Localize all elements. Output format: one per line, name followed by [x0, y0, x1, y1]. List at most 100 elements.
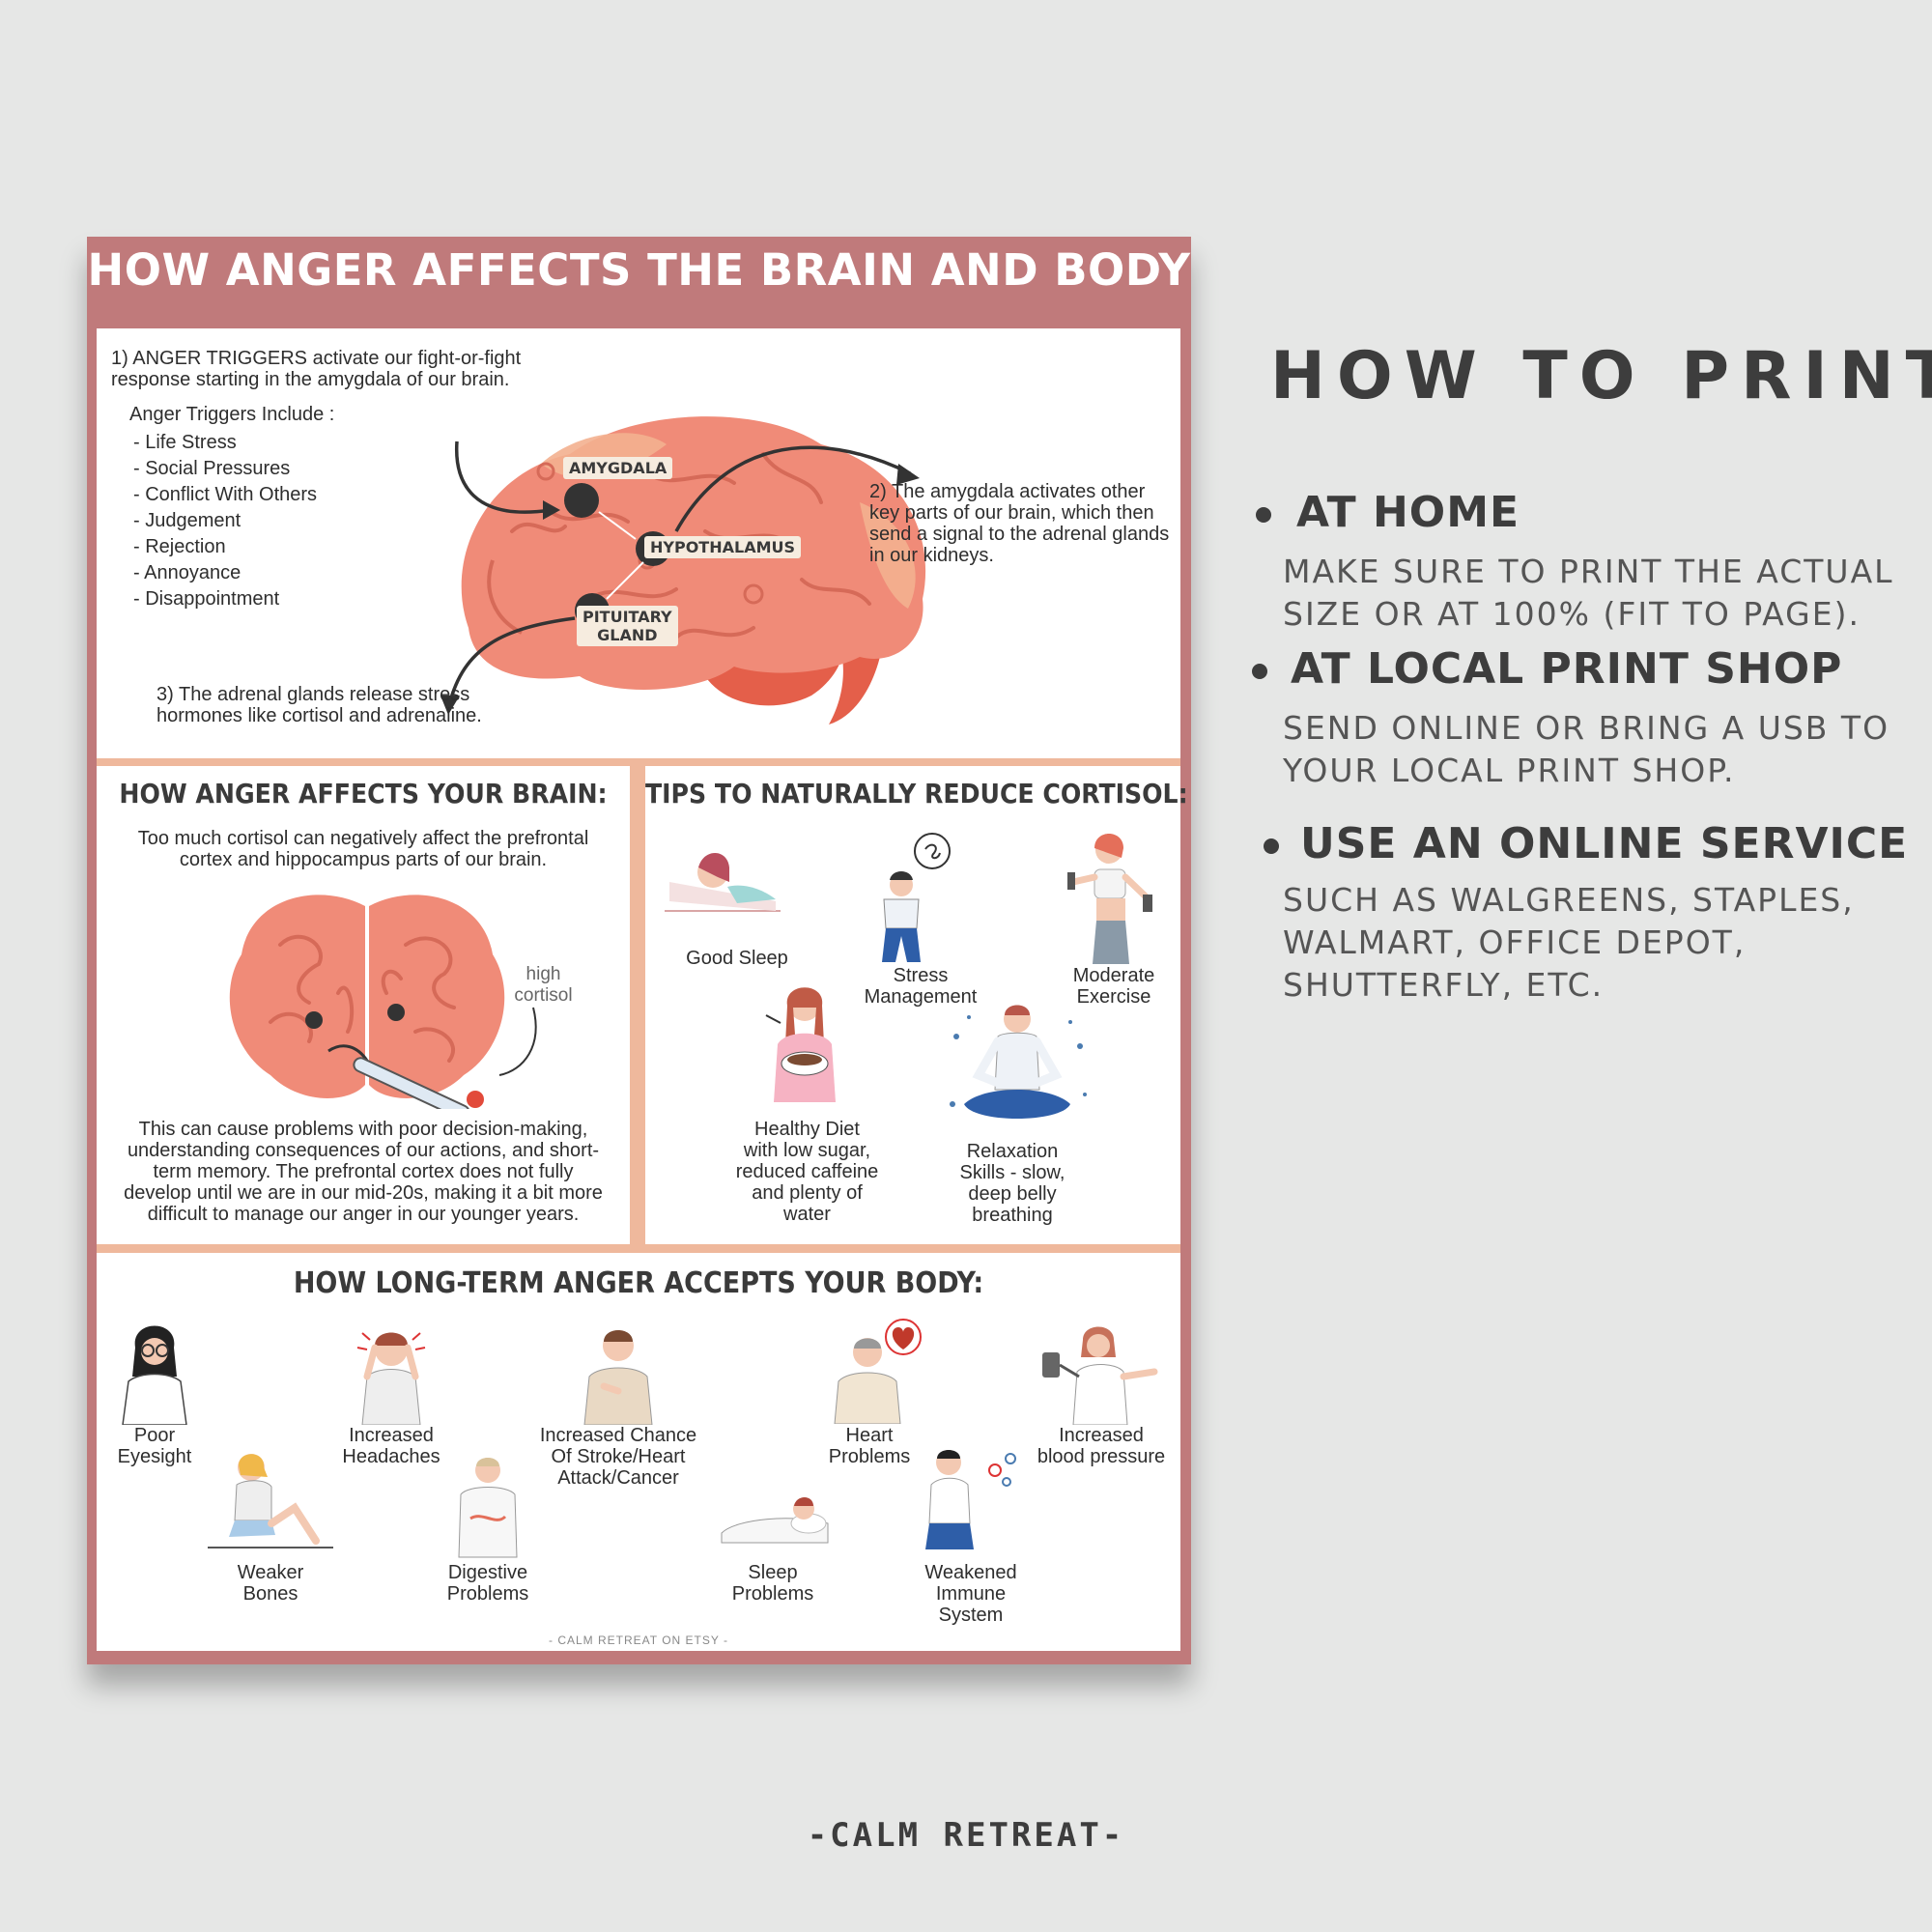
separator [97, 757, 1180, 767]
tip-caption-line: Stress [893, 965, 949, 986]
brain-effects-panel: HOW ANGER AFFECTS YOUR BRAIN: Too much c… [97, 766, 630, 1244]
tip-caption-line: Good Sleep [686, 948, 788, 969]
option-heading: USE AN ONLINE SERVICE [1300, 819, 1909, 868]
effect-caption-line: Heart [845, 1425, 894, 1446]
effect-caption-line: Immune [935, 1583, 1007, 1605]
bullet-icon [1264, 838, 1279, 854]
brain-body-line: term memory. The prefrontal cortex does … [153, 1161, 574, 1182]
step1-line: 1) ANGER TRIGGERS activate our fight-or-… [111, 348, 522, 369]
step3-line: 3) The adrenal glands release stress [156, 684, 470, 705]
tip-caption-line: deep belly [968, 1183, 1057, 1205]
triggers-label: Anger Triggers Include : [129, 404, 335, 425]
tip-caption-line: Relaxation [966, 1141, 1059, 1162]
tip-caption: Good Sleep [665, 948, 810, 969]
tip-caption: Relaxation Skills - slow, deep belly bre… [935, 1141, 1090, 1226]
effect-caption-line: Problems [828, 1446, 911, 1467]
effect-caption-line: Digestive [447, 1562, 528, 1583]
effect-caption: Increased blood pressure [1024, 1425, 1179, 1467]
brain-intro-line: cortex and hippocampus parts of our brai… [179, 849, 548, 870]
step1-line: response starting in the amygdala of our… [111, 369, 510, 390]
effect-caption-line: Weaker [237, 1562, 304, 1583]
brain-body-line: This can cause problems with poor decisi… [138, 1119, 588, 1140]
effect-caption: Heart Problems [816, 1425, 923, 1467]
effect-caption-line: blood pressure [1037, 1446, 1166, 1467]
option-heading: AT HOME [1296, 488, 1520, 537]
insomnia-person-icon [721, 1497, 829, 1544]
effect-caption: Weaker Bones [217, 1562, 324, 1605]
option-description-line: SHUTTERFLY, ETC. [1283, 966, 1605, 1004]
step2-line: key parts of our brain, which then [869, 502, 1154, 524]
trigger-item: - Life Stress [133, 432, 237, 453]
trigger-item: - Conflict With Others [133, 484, 318, 505]
hypothalamus-label: HYPOTHALAMUS [644, 536, 802, 558]
step2-line: in our kidneys. [869, 545, 994, 566]
tip-caption-line: with low sugar, [743, 1140, 871, 1161]
tips-panel: TIPS TO NATURALLY REDUCE CORTISOL: Good … [645, 766, 1188, 1244]
thermometer-pointer-icon [498, 1007, 537, 1076]
exercising-person-icon [1067, 834, 1152, 964]
effect-caption-line: Attack/Cancer [557, 1467, 679, 1489]
option-description-line: MAKE SURE TO PRINT THE ACTUAL [1283, 553, 1894, 590]
knee-pain-person-icon [208, 1454, 333, 1548]
tip-caption: Moderate Exercise [1061, 965, 1167, 1008]
poster-title: HOW ANGER AFFECTS THE BRAIN AND BODY [87, 244, 1191, 296]
effect-caption-line: Bones [242, 1583, 298, 1605]
option-description-line: SUCH AS WALGREENS, STAPLES, [1283, 881, 1855, 919]
amygdala-label: AMYGDALA [563, 457, 673, 479]
step1-text: 1) ANGER TRIGGERS activate our fight-or-… [111, 348, 613, 390]
step3-line: hormones like cortisol and adrenaline. [156, 705, 482, 726]
option-description-line: SEND ONLINE OR BRING A USB TO [1283, 709, 1890, 747]
trigger-item: - Judgement [133, 510, 242, 531]
tip-caption-line: reduced caffeine [735, 1161, 879, 1182]
high-cortisol-line: cortisol [514, 985, 573, 1006]
effect-caption: Sleep Problems [720, 1562, 826, 1605]
option-description-line: WALMART, OFFICE DEPOT, [1283, 923, 1747, 961]
effect-caption-line: Poor [133, 1425, 176, 1446]
effect-caption: Increased Headaches [328, 1425, 454, 1467]
etsy-credit: - CALM RETREAT ON ETSY - [548, 1634, 729, 1647]
heart-patient-icon [834, 1319, 922, 1424]
effect-caption-line: Eyesight [117, 1446, 192, 1467]
effect-caption-line: Increased [1059, 1425, 1144, 1446]
effect-caption-line: Of Stroke/Heart [551, 1446, 686, 1467]
how-to-print-title: HOW TO PRINT [1270, 338, 1932, 414]
brain-body-line: difficult to manage our anger in our you… [147, 1204, 580, 1225]
tip-caption-line: and plenty of [752, 1182, 863, 1204]
trigger-item: - Rejection [133, 536, 226, 557]
effect-caption-line: Problems [446, 1583, 529, 1605]
effect-caption-line: Increased Chance [539, 1425, 697, 1446]
trigger-item: - Social Pressures [133, 458, 291, 479]
step2-line: send a signal to the adrenal glands [869, 524, 1170, 545]
tip-caption-line: Management [864, 986, 978, 1008]
tip-caption: Stress Management [853, 965, 988, 1008]
triggers-list: Anger Triggers Include : - Life Stress -… [129, 404, 400, 612]
effect-caption: Digestive Problems [420, 1562, 555, 1605]
glasses-person-icon [122, 1325, 187, 1425]
chest-pain-person-icon [583, 1330, 653, 1425]
bullet-icon [1252, 664, 1267, 679]
option-heading: AT LOCAL PRINT SHOP [1291, 644, 1843, 694]
stressed-person-icon [882, 833, 951, 962]
blood-pressure-person-icon [1042, 1326, 1158, 1425]
effect-caption-line: Increased [349, 1425, 434, 1446]
option-description: SUCH AS WALGREENS, STAPLES, WALMART, OFF… [1283, 879, 1855, 1007]
effect-caption-line: Weakened [924, 1562, 1017, 1583]
effect-caption: Poor Eyesight [97, 1425, 213, 1467]
eating-person-icon [765, 987, 836, 1102]
trigger-item: - Disappointment [133, 588, 280, 610]
pituitary-label-line: GLAND [597, 626, 658, 644]
high-cortisol-label: high cortisol [502, 964, 584, 1007]
tips-section-heading: TIPS TO NATURALLY REDUCE CORTISOL: [645, 778, 1188, 810]
brain-body-line: develop until we are in our mid-20s, mak… [124, 1182, 603, 1204]
poster: HOW ANGER AFFECTS THE BRAIN AND BODY 1) … [87, 237, 1191, 1664]
separator [97, 1244, 1180, 1253]
effect-caption: Increased Chance Of Stroke/Heart Attack/… [536, 1425, 700, 1489]
option-description: SEND ONLINE OR BRING A USB TO YOUR LOCAL… [1283, 707, 1889, 792]
effect-caption-line: Sleep [748, 1562, 798, 1583]
step2-text: 2) The amygdala activates other key part… [869, 481, 1179, 566]
tip-caption-line: breathing [972, 1205, 1053, 1226]
option-description: MAKE SURE TO PRINT THE ACTUAL SIZE OR AT… [1283, 551, 1894, 636]
option-description-line: SIZE OR AT 100% (FIT TO PAGE). [1283, 595, 1861, 633]
step2-line: 2) The amygdala activates other [869, 481, 1146, 502]
effect-caption-line: Problems [731, 1583, 814, 1605]
